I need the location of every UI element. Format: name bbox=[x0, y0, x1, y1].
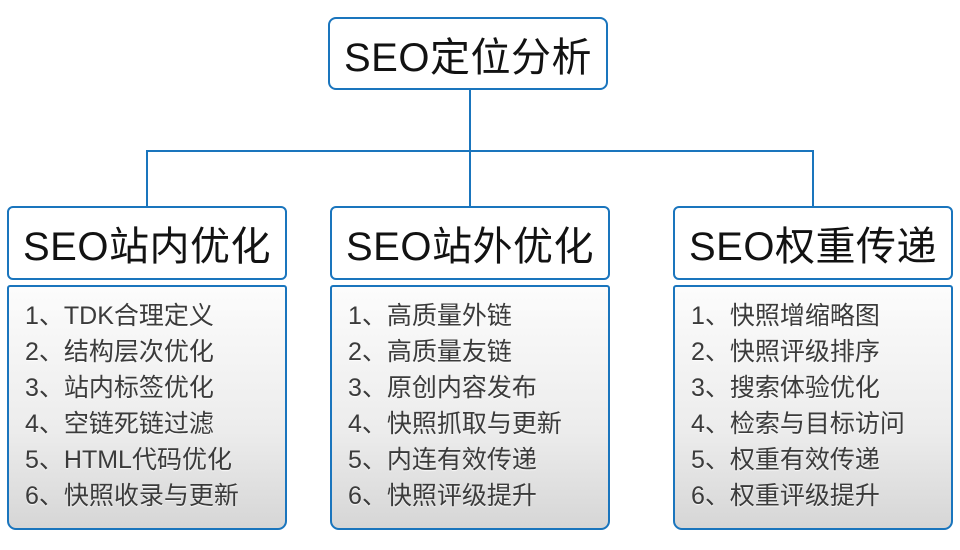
list-item: 1、高质量外链 bbox=[348, 302, 512, 330]
branch-list: 1、TDK合理定义 2、结构层次优化 3、站内标签优化 4、空链死链过滤 5、H… bbox=[7, 285, 287, 530]
connector-drop-left bbox=[146, 150, 148, 206]
list-item: 2、结构层次优化 bbox=[25, 338, 214, 366]
branch-list: 1、高质量外链 2、高质量友链 3、原创内容发布 4、快照抓取与更新 5、内连有… bbox=[330, 285, 610, 530]
branch-title: SEO站外优化 bbox=[346, 225, 594, 269]
list-item: 6、快照收录与更新 bbox=[25, 482, 239, 510]
list-item: 1、TDK合理定义 bbox=[25, 302, 214, 330]
list-item: 1、快照增缩略图 bbox=[691, 302, 880, 330]
list-item: 2、高质量友链 bbox=[348, 338, 512, 366]
list-item: 5、权重有效传递 bbox=[691, 446, 880, 474]
branch-weight-transfer: SEO权重传递 1、快照增缩略图 2、快照评级排序 3、搜索体验优化 4、检索与… bbox=[673, 206, 953, 530]
list-item: 3、站内标签优化 bbox=[25, 374, 214, 402]
branch-list: 1、快照增缩略图 2、快照评级排序 3、搜索体验优化 4、检索与目标访问 5、权… bbox=[673, 285, 953, 530]
list-item: 4、快照抓取与更新 bbox=[348, 410, 562, 438]
list-item: 5、内连有效传递 bbox=[348, 446, 537, 474]
list-item: 5、HTML代码优化 bbox=[25, 446, 232, 474]
branch-offsite-optimization: SEO站外优化 1、高质量外链 2、高质量友链 3、原创内容发布 4、快照抓取与… bbox=[330, 206, 610, 530]
connector-horizontal bbox=[146, 150, 814, 152]
branch-onsite-optimization: SEO站内优化 1、TDK合理定义 2、结构层次优化 3、站内标签优化 4、空链… bbox=[7, 206, 287, 530]
branch-title: SEO权重传递 bbox=[689, 225, 937, 269]
list-item: 2、快照评级排序 bbox=[691, 338, 880, 366]
root-node: SEO定位分析 bbox=[328, 17, 608, 90]
branch-title-box: SEO站内优化 bbox=[7, 206, 287, 280]
connector-stem-and-middle-drop bbox=[469, 90, 471, 206]
branch-title: SEO站内优化 bbox=[23, 225, 271, 269]
connector-drop-right bbox=[812, 150, 814, 206]
list-item: 6、快照评级提升 bbox=[348, 482, 537, 510]
list-item: 4、空链死链过滤 bbox=[25, 410, 214, 438]
list-item: 3、原创内容发布 bbox=[348, 374, 537, 402]
list-item: 4、检索与目标访问 bbox=[691, 410, 905, 438]
branch-title-box: SEO权重传递 bbox=[673, 206, 953, 280]
root-title: SEO定位分析 bbox=[344, 35, 592, 80]
list-item: 3、搜索体验优化 bbox=[691, 374, 880, 402]
list-item: 6、权重评级提升 bbox=[691, 482, 880, 510]
branch-title-box: SEO站外优化 bbox=[330, 206, 610, 280]
